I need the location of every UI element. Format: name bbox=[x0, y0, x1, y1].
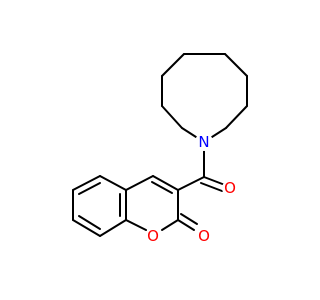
c4-c4a-bond bbox=[125, 175, 154, 191]
carbonyl-double-bond-line-1 bbox=[203, 176, 226, 186]
nitrogen-atom: N bbox=[195, 133, 213, 151]
azocane-bond-6 bbox=[181, 127, 197, 138]
lactone-co-line-2 bbox=[180, 213, 198, 225]
lactone-carbonyl bbox=[177, 213, 198, 231]
azocane-bond-4 bbox=[225, 105, 248, 129]
c3-c4-double-line bbox=[151, 181, 173, 194]
benzene-bond-5 bbox=[99, 219, 127, 237]
lactone-oxygen-label: O bbox=[198, 227, 210, 245]
carbonyl-oxygen-label: O bbox=[224, 179, 236, 197]
carbonyl-double-bond bbox=[200, 176, 226, 192]
benzene-double-1 bbox=[78, 182, 101, 195]
carbonyl-oxygen-atom: O bbox=[222, 179, 238, 197]
ring-oxygen-atom-bg bbox=[145, 228, 161, 244]
carbonyl-oxygen-atom-bg bbox=[222, 180, 238, 196]
ring-oxygen-label: O bbox=[147, 227, 159, 245]
o1-c8a-bond bbox=[125, 219, 147, 231]
chemical-structure-diagram: N O O O bbox=[72, 53, 248, 245]
c2-o1-bond bbox=[161, 219, 179, 231]
azocane-bond-2 bbox=[224, 53, 248, 77]
azocane-bond-9 bbox=[161, 53, 185, 77]
lactone-oxygen-atom: O bbox=[196, 227, 212, 245]
lactone-co-line-1 bbox=[177, 219, 195, 231]
benzene-ring bbox=[72, 175, 127, 237]
pyrone-ring bbox=[125, 175, 179, 231]
azocane-ring bbox=[161, 53, 248, 138]
lactone-oxygen-atom-bg bbox=[196, 228, 212, 244]
c3-c4-bond bbox=[152, 175, 179, 191]
ring-oxygen-atom: O bbox=[145, 227, 161, 245]
benzene-double-2 bbox=[78, 215, 101, 230]
carbonyl-c3-bond bbox=[177, 176, 205, 191]
nitrogen-atom-bg bbox=[195, 133, 213, 151]
azocane-bond-7 bbox=[161, 105, 183, 129]
azocane-bond-5 bbox=[211, 127, 227, 138]
benzene-bond-1 bbox=[99, 175, 127, 191]
benzene-bond-4 bbox=[72, 219, 101, 237]
carbonyl-double-bond-line-2 bbox=[200, 182, 223, 192]
nitrogen-label: N bbox=[198, 133, 209, 151]
benzene-bond-2 bbox=[72, 175, 101, 191]
